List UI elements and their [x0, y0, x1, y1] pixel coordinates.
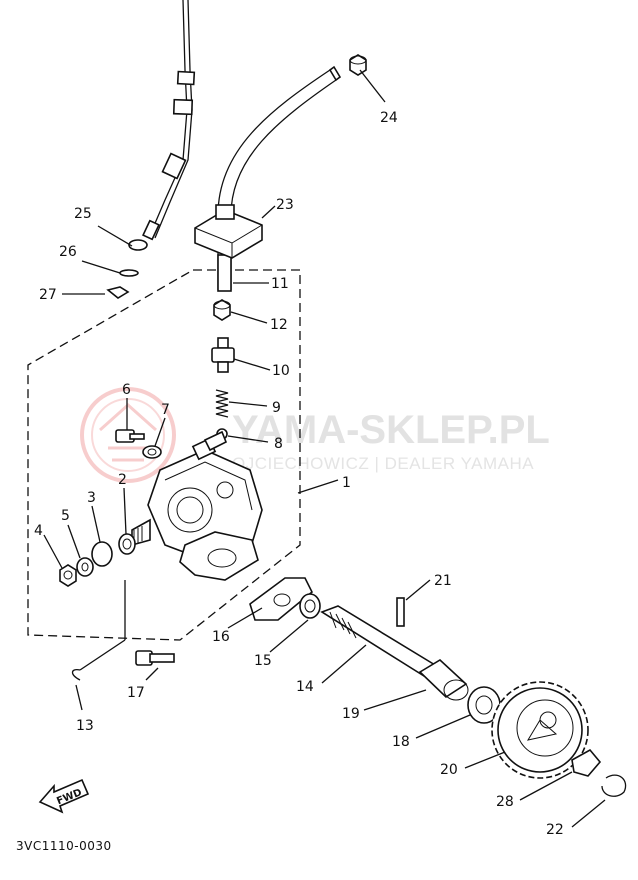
- watermark-logo-icon: [80, 387, 176, 483]
- washer-7: [142, 445, 162, 459]
- callout-14: 14: [296, 679, 314, 695]
- seal-2: [118, 533, 136, 555]
- callout-9: 9: [272, 400, 281, 416]
- callout-10: 10: [272, 363, 290, 379]
- callout-22: 22: [546, 822, 564, 838]
- callout-15: 15: [254, 653, 272, 669]
- callout-4: 4: [34, 523, 43, 539]
- washer-25: [128, 239, 148, 251]
- plunger-10: [211, 337, 235, 373]
- circlip-22: [601, 774, 627, 797]
- callout-16: 16: [212, 629, 230, 645]
- gear-20: [491, 681, 589, 779]
- washer-5: [76, 557, 94, 577]
- callout-7: 7: [161, 402, 170, 418]
- callout-5: 5: [61, 508, 70, 524]
- bolt-6: [115, 429, 145, 443]
- callout-23: 23: [276, 197, 294, 213]
- pipe-cap: [349, 54, 367, 76]
- o-ring-26: [119, 269, 139, 277]
- assembly-outline: [27, 269, 301, 641]
- collar-19: [418, 659, 469, 701]
- oil-delivery-pipe: [217, 65, 342, 292]
- spring-9: [215, 389, 229, 418]
- callout-1: 1: [342, 475, 351, 491]
- washer-28: [571, 748, 602, 777]
- callout-27: 27: [39, 287, 57, 303]
- drive-shaft-14: [320, 605, 442, 677]
- callout-20: 20: [440, 762, 458, 778]
- callout-3: 3: [87, 490, 96, 506]
- watermark: YAMA-SKLEP.PL OJCIECHOWICZ | DEALER YAMA…: [80, 387, 550, 483]
- gasket-16: [249, 577, 314, 621]
- throttle-cable: [142, 0, 196, 241]
- pin-21: [396, 597, 405, 627]
- callout-13: 13: [76, 718, 94, 734]
- screw-17: [135, 650, 175, 666]
- circlip-13: [71, 669, 81, 681]
- callout-28: 28: [496, 794, 514, 810]
- watermark-subline: OJCIECHOWICZ | DEALER YAMAHA: [232, 454, 534, 473]
- fwd-arrow-icon: FWD: [38, 778, 90, 814]
- callout-18: 18: [392, 734, 410, 750]
- callout-numbers: 1 2 3 4 5 6 7 8 9 10 11 12 13 14 15 16 1…: [34, 110, 564, 838]
- callout-12: 12: [270, 317, 288, 333]
- callout-2: 2: [118, 472, 127, 488]
- callout-17: 17: [127, 685, 145, 701]
- nut-12: [213, 299, 231, 321]
- reference-code: 3VC1110-0030: [16, 839, 112, 853]
- callout-8: 8: [274, 436, 283, 452]
- callout-11: 11: [271, 276, 289, 292]
- callout-6: 6: [122, 382, 131, 398]
- callout-25: 25: [74, 206, 92, 222]
- oil-pump-body: [131, 430, 263, 581]
- clip-27: [106, 286, 130, 299]
- leader-lines: [43, 69, 606, 828]
- callout-19: 19: [342, 706, 360, 722]
- o-ring-15: [299, 593, 321, 619]
- callout-21: 21: [434, 573, 452, 589]
- callout-26: 26: [59, 244, 77, 260]
- nut-4: [59, 564, 77, 587]
- watermark-brand: YAMA-SKLEP.PL: [232, 408, 550, 452]
- pipe-clamp: [194, 204, 263, 259]
- washer-3: [91, 541, 113, 567]
- callout-24: 24: [380, 110, 398, 126]
